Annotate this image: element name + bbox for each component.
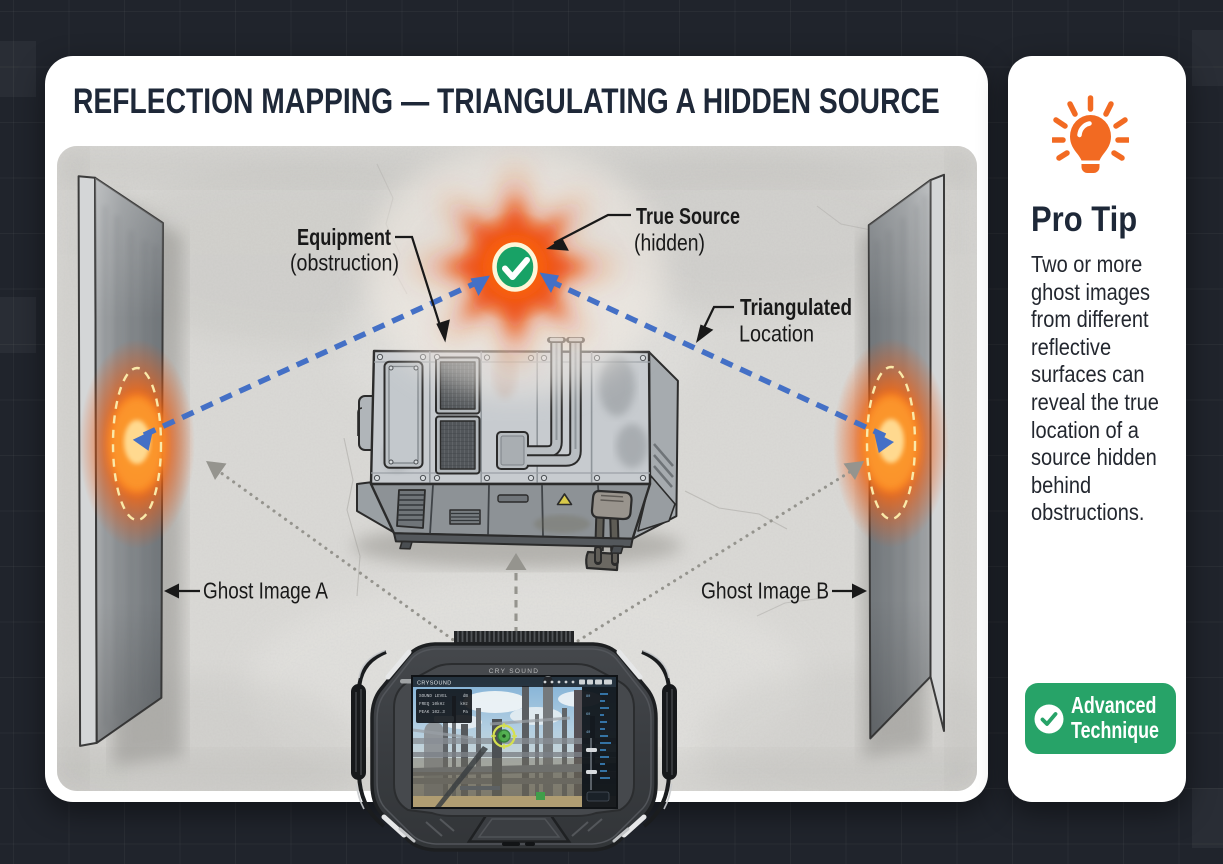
svg-text:Pa: Pa (463, 710, 469, 715)
svg-text:Location: Location (739, 321, 814, 347)
svg-text:FREQ 10kHz: FREQ 10kHz (419, 702, 445, 707)
svg-text:CRY SOUND: CRY SOUND (489, 668, 539, 675)
svg-text:Ghost Image A: Ghost Image A (203, 578, 328, 604)
svg-text:CRYSOUND: CRYSOUND (417, 681, 452, 687)
svg-text:Ghost Image B: Ghost Image B (701, 578, 829, 604)
svg-text:kHz: kHz (460, 702, 468, 707)
svg-text:True Source: True Source (636, 203, 740, 229)
svg-text:Triangulated: Triangulated (740, 294, 852, 320)
svg-text:80: 80 (586, 695, 590, 699)
svg-text:SOUND LEVEL: SOUND LEVEL (419, 694, 448, 699)
svg-text:60: 60 (586, 713, 590, 717)
svg-text:Equipment: Equipment (297, 224, 391, 250)
svg-text:dB: dB (463, 694, 469, 699)
svg-text:(obstruction): (obstruction) (290, 250, 399, 276)
svg-text:PEAK 102.3: PEAK 102.3 (419, 710, 445, 715)
svg-text:40: 40 (586, 731, 590, 735)
svg-text:(hidden): (hidden) (634, 230, 705, 256)
